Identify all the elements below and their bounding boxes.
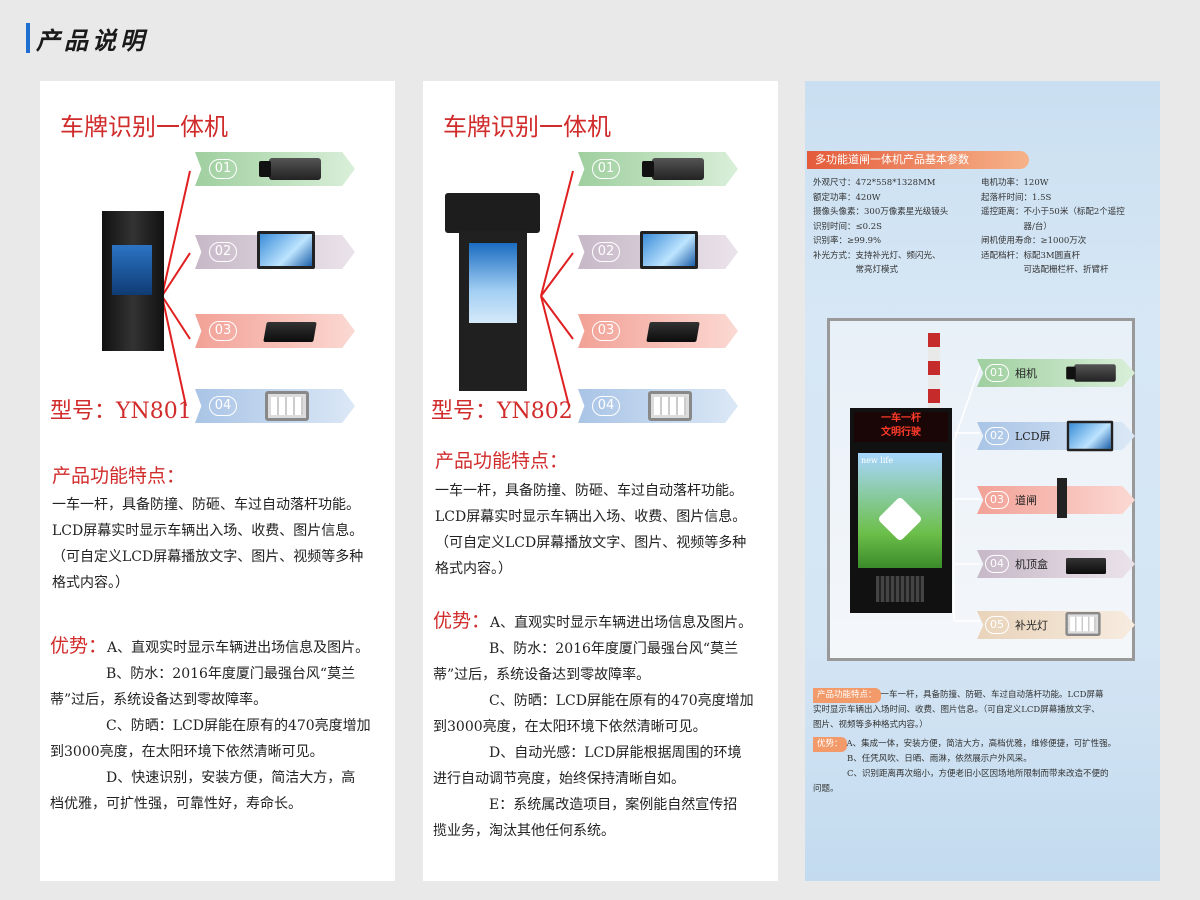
led-display: 一车一杆文明行驶 xyxy=(854,412,948,442)
camera-icon xyxy=(1066,364,1116,382)
product-panel-yn801: 车牌识别一体机 01 02 03 04 型号：YN801 产品功能特点： 一车一… xyxy=(40,81,395,881)
component-arrow-01: 01 xyxy=(195,152,355,186)
set-top-box-icon xyxy=(1066,558,1106,574)
flood-light-icon xyxy=(1065,612,1101,636)
product-panel-yn802: 车牌识别一体机 01 02 03 04 型号：YN802 产品功能特点： 一车一… xyxy=(423,81,778,881)
product-diagram-frame: 一车一杆文明行驶 new life xyxy=(827,318,1135,661)
component-arrow-01: 01 xyxy=(578,152,738,186)
features-text: 一车一杆，具备防撞、防砸、车过自动落杆功能。LCD屏幕实时显示车辆出入场、收费、… xyxy=(435,483,747,577)
set-top-box-icon xyxy=(646,322,700,342)
lcd-screen-icon xyxy=(257,231,315,269)
section-header: 产品说明 xyxy=(26,22,148,55)
barrier-gate-icon xyxy=(1057,478,1067,518)
product-title: 车牌识别一体机 xyxy=(443,113,611,141)
feature-summary: 产品功能特点：一车一杆，具备防撞、防砸、车过自动落杆功能。LCD屏幕 实时显示车… xyxy=(813,688,1117,794)
gate-cabinet: 一车一杆文明行驶 new life xyxy=(850,408,952,613)
component-arrow-03: 03 xyxy=(195,314,355,348)
features-heading: 产品功能特点： xyxy=(52,465,186,487)
callout-lines xyxy=(161,170,191,407)
spec-heading: 多功能道闸一体机产品基本参数 xyxy=(807,151,1029,169)
page-title: 产品说明 xyxy=(36,26,148,55)
component-arrow-04: 04 xyxy=(578,389,738,423)
kiosk-yn801-image xyxy=(102,211,164,351)
lcd-screen-icon xyxy=(640,231,698,269)
lcd-screen: new life xyxy=(858,453,942,568)
connector-lines xyxy=(953,365,981,622)
flood-light-icon xyxy=(648,391,692,421)
product-title: 车牌识别一体机 xyxy=(60,113,228,141)
set-top-box-icon xyxy=(263,322,317,342)
advantages-text: 优势：A、直观实时显示车辆进出场信息及图片。 B、防水：2016年度厦门最强台风… xyxy=(433,610,754,839)
model-number: 型号：YN801 xyxy=(50,399,192,424)
gate-pole xyxy=(928,333,940,423)
advantages-text: 优势：A、直观实时显示车辆进出场信息及图片。 B、防水：2016年度厦门最强台风… xyxy=(50,635,371,812)
component-arrow-03: 03 xyxy=(578,314,738,348)
component-arrow-02: 02 xyxy=(195,231,355,269)
flood-light-icon xyxy=(265,391,309,421)
header-accent-bar xyxy=(26,23,30,53)
component-arrow-04: 04 xyxy=(195,389,355,423)
camera-icon xyxy=(259,158,321,180)
model-number: 型号：YN802 xyxy=(431,399,573,424)
features-heading: 产品功能特点： xyxy=(435,450,569,472)
lcd-screen-icon xyxy=(1066,420,1114,452)
speaker-grill xyxy=(876,576,924,602)
component-arrow-02: 02 xyxy=(578,231,738,269)
gate-kiosk-image: 一车一杆文明行驶 new life xyxy=(830,321,1132,658)
camera-icon xyxy=(642,158,704,180)
features-text: 一车一杆，具备防撞、防砸、车过自动落杆功能。LCD屏幕实时显示车辆出入场、收费、… xyxy=(52,497,364,591)
kiosk-yn802-image xyxy=(445,193,540,393)
